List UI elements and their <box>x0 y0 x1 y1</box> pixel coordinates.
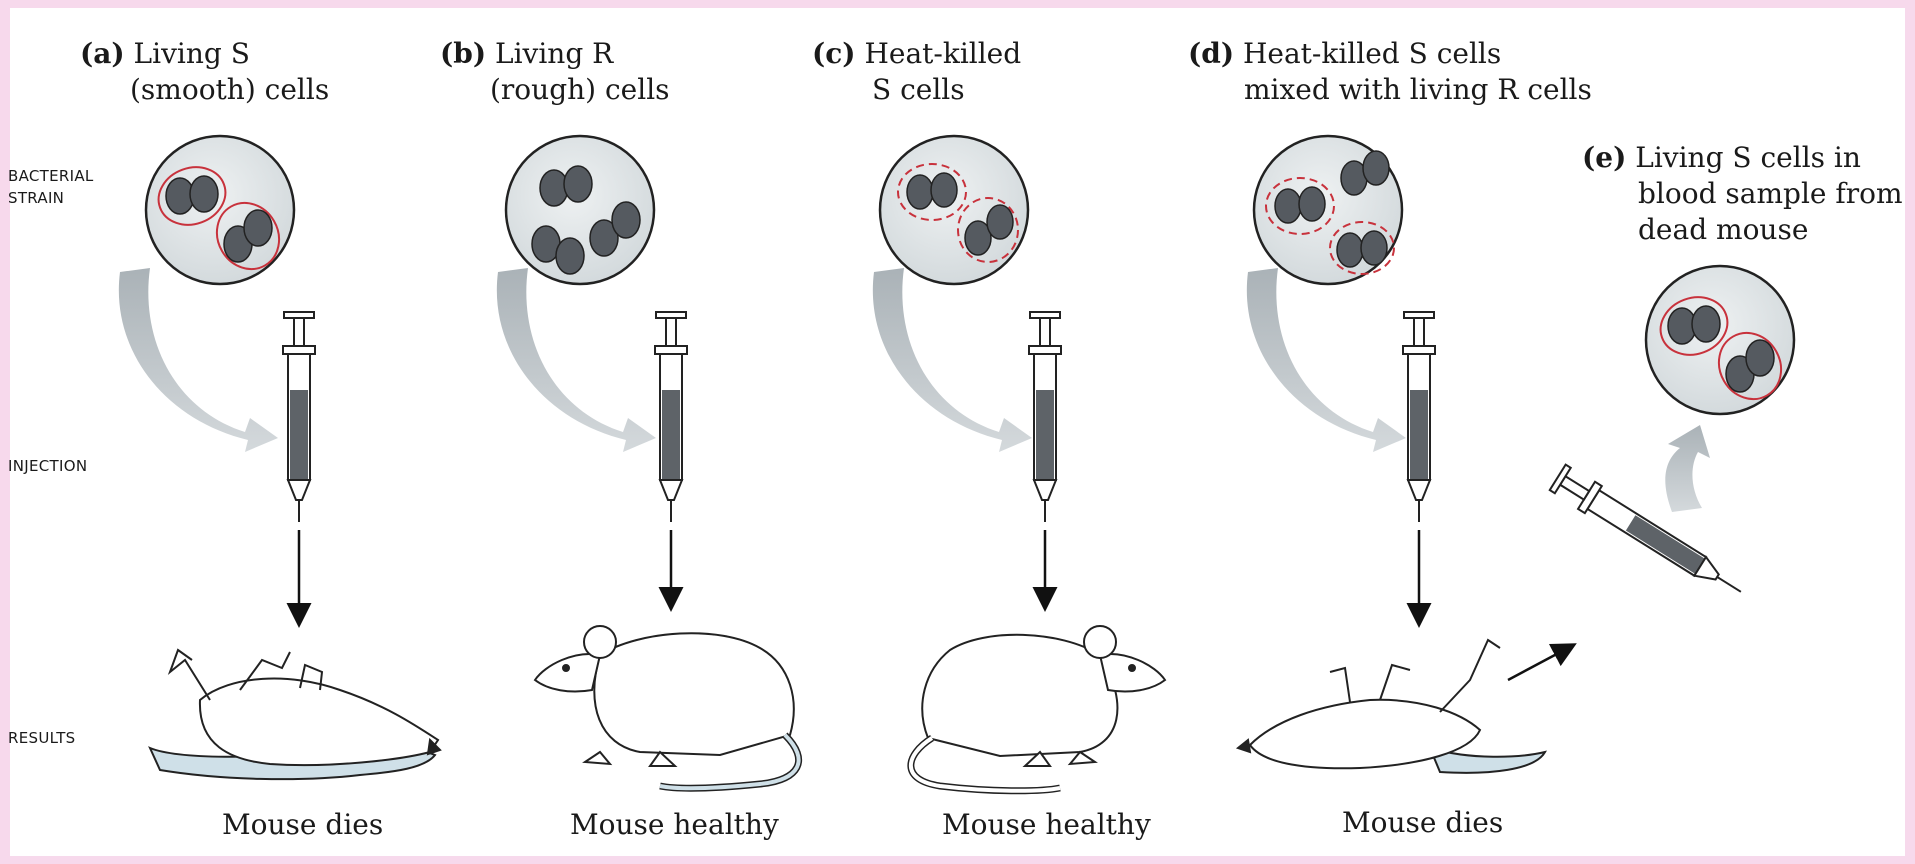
panel-b-title: (b) Living R (rough) cells <box>440 36 670 108</box>
panel-e-line3: dead mouse <box>1582 212 1903 248</box>
panel-d-letter: (d) <box>1188 37 1234 70</box>
panel-b-line1: Living R <box>495 37 613 70</box>
panel-e-title: (e) Living S cells in blood sample from … <box>1582 140 1903 248</box>
panel-c-title: (c) Heat-killed S cells <box>812 36 1021 108</box>
result-b: Mouse healthy <box>570 808 779 841</box>
panel-e-line2: blood sample from <box>1582 176 1903 212</box>
panel-a-line1: Living S <box>134 37 250 70</box>
panel-a-letter: (a) <box>80 37 125 70</box>
panel-c-line1: Heat-killed <box>864 37 1021 70</box>
panel-e-line1: Living S cells in <box>1635 141 1861 174</box>
panel-c-letter: (c) <box>812 37 856 70</box>
panel-c-line2: S cells <box>812 72 1021 108</box>
row-label-strain-line1: BACTERIAL <box>8 165 94 187</box>
row-label-strain-line2: STRAIN <box>8 187 94 209</box>
result-c: Mouse healthy <box>942 808 1151 841</box>
panel-d-title: (d) Heat-killed S cells mixed with livin… <box>1188 36 1592 108</box>
result-d: Mouse dies <box>1342 806 1503 839</box>
panel-a-title: (a) Living S (smooth) cells <box>80 36 329 108</box>
panel-a-line2: (smooth) cells <box>80 72 329 108</box>
result-a: Mouse dies <box>222 808 383 841</box>
panel-d-line2: mixed with living R cells <box>1188 72 1592 108</box>
panel-b-letter: (b) <box>440 37 486 70</box>
row-label-strain: BACTERIAL STRAIN <box>8 165 94 209</box>
panel-e-letter: (e) <box>1582 141 1626 174</box>
row-label-injection: INJECTION <box>8 455 87 477</box>
panel-b-line2: (rough) cells <box>440 72 670 108</box>
panel-d-line1: Heat-killed S cells <box>1243 37 1501 70</box>
row-label-results: RESULTS <box>8 727 75 749</box>
